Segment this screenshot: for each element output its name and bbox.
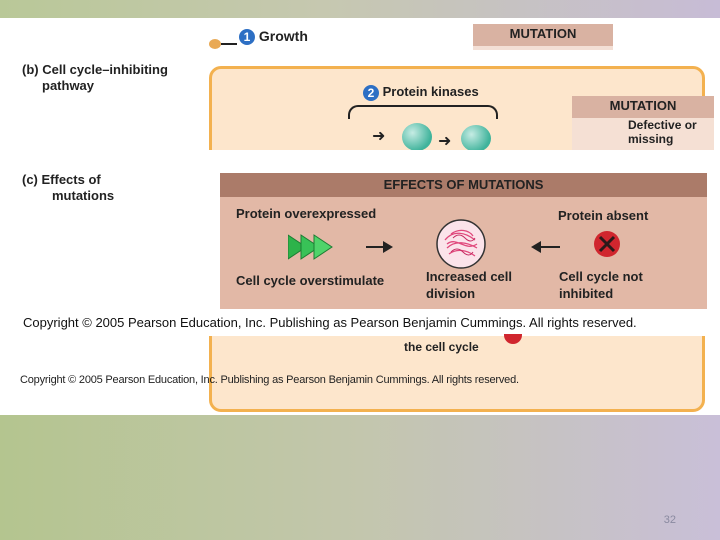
red-marker-icon [504,334,522,344]
panel-c-copyright: Copyright © 2005 Pearson Education, Inc.… [23,315,637,330]
increased-line2: division [426,286,476,301]
arrowhead-icon [531,241,541,253]
panel-b-mutation-body: Defective or missing [572,118,714,150]
kinase-protein-icon [461,125,491,152]
panel-b-mutation-header: MUTATION [572,96,714,118]
arrowhead-icon [383,241,393,253]
panel-a-mutation-body [473,46,613,50]
red-x-icon [594,231,620,257]
protein-overexpressed-label: Protein overexpressed [236,206,377,221]
kinases-bracket [348,105,498,119]
arrow-icon [538,246,560,248]
panel-a-step: 1 Growth [239,28,308,46]
top-decor-strip [0,0,720,18]
panel-b-caption-line2: pathway [42,78,95,93]
kinase-protein-icon [402,123,432,151]
growth-label: Growth [258,28,308,44]
effects-of-mutations-box: EFFECTS OF MUTATIONS Protein overexpress… [220,173,707,309]
step-number-2: 2 [363,84,379,101]
the-cell-cycle-label: the cell cycle [404,340,479,354]
increased-line1: Increased cell [426,269,512,284]
panel-b-caption: (b) Cell cycle–inhibiting pathway [22,62,168,94]
increased-cell-division-label: Increased cell division [426,268,512,302]
not-inhibited-line2: inhibited [559,286,614,301]
arrow-icon: ➜ [438,133,452,150]
mutation-detail-line1: Defective or [628,118,697,132]
panel-a-mutation-header: MUTATION [473,24,613,46]
step-number-1: 1 [239,29,255,46]
arrow-icon [366,246,386,248]
growth-factor-icon [209,39,221,49]
page-number: 32 [663,514,676,526]
panel-c-caption-line1: (c) Effects of [22,172,101,187]
not-inhibited-line1: Cell cycle not [559,269,643,284]
protein-kinases-label: 2 Protein kinases [363,84,479,101]
panel-b-copyright: Copyright © 2005 Pearson Education, Inc.… [20,374,519,386]
mutation-detail-line2: missing [628,132,674,146]
bottom-decor-band [0,415,720,540]
panel-c-caption-line2: mutations [52,188,115,203]
cell-cycle-overstimulate-label: Cell cycle overstimulate [236,273,385,288]
arrow-icon: ➜ [372,128,386,145]
effects-header: EFFECTS OF MUTATIONS [220,173,707,197]
panel-b-caption-line1: (b) Cell cycle–inhibiting [22,62,168,77]
arrow-icon [221,43,237,45]
cell-cycle-not-inhibited-label: Cell cycle not inhibited [559,268,643,302]
protein-absent-label: Protein absent [558,208,649,223]
panel-c-caption: (c) Effects of mutations [22,172,114,204]
dividing-cell-icon [436,219,486,269]
green-triangles-icon [288,234,333,260]
protein-kinases-text: Protein kinases [382,84,479,99]
